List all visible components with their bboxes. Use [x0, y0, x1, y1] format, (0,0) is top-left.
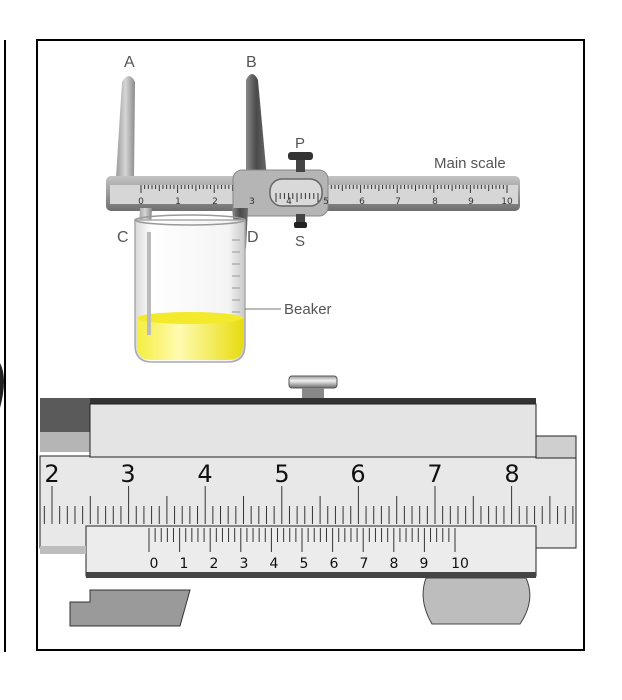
vernier-window-ticks	[275, 193, 319, 202]
main-scale-number: 1	[175, 197, 181, 207]
main-scale-number: 3	[249, 197, 255, 207]
zoom-left-foot	[40, 546, 86, 554]
zoom-vernier-number: 6	[330, 556, 339, 572]
jaw-b	[246, 74, 267, 178]
zoom-vernier-number: 7	[360, 556, 369, 572]
left-panel-fragment	[0, 363, 4, 408]
label-b: B	[246, 54, 257, 71]
screw-s-tip	[294, 222, 307, 228]
zoom-lower-jaw	[69, 589, 191, 627]
label-a: A	[124, 54, 135, 71]
zoom-vernier-number: 0	[150, 556, 159, 572]
label-s: S	[295, 233, 305, 250]
zoomed-vernier: 2 3 4 5 6 7 8 0 1 2 3 4 5 6 7 8 9 10	[39, 375, 577, 627]
zoom-vernier-number: 3	[240, 556, 249, 572]
zoom-left-dark-block	[40, 398, 96, 432]
main-scale-number: 7	[395, 197, 401, 207]
zoom-vernier-numbers: 0 1 2 3 4 5 6 7 8 9 10	[150, 556, 469, 572]
main-scale-number: 5	[323, 197, 329, 207]
label-d: D	[247, 229, 259, 246]
screw-p-stem	[296, 158, 305, 172]
zoom-vernier-number: 2	[210, 556, 219, 572]
beaker-liquid	[137, 318, 243, 360]
zoom-main-number: 2	[44, 460, 59, 488]
zoom-left-grey-block	[40, 432, 96, 452]
screw-p-head	[288, 152, 313, 160]
main-scale-caption: Main scale	[434, 155, 506, 172]
zoom-vernier-plate-shadow	[86, 572, 536, 578]
main-scale-ticks	[140, 185, 508, 193]
main-scale-number: 0	[138, 197, 144, 207]
vernier-window	[269, 178, 323, 207]
zoom-main-number: 4	[197, 460, 212, 488]
zoom-main-number: 5	[274, 460, 289, 488]
beaker-rim	[134, 214, 246, 226]
zoom-vernier-ticks	[148, 528, 456, 552]
screw-s-stem	[296, 214, 305, 226]
beaker-caption: Beaker	[284, 301, 332, 318]
main-scale-number: 9	[468, 197, 474, 207]
zoom-vernier-number: 4	[270, 556, 279, 572]
main-scale-number: 10	[501, 197, 513, 207]
zoom-depth-wheel	[422, 577, 531, 625]
zoom-slider-upper	[89, 403, 537, 458]
label-p: P	[295, 135, 305, 152]
zoom-main-number: 3	[120, 460, 135, 488]
zoom-vernier-number: 9	[420, 556, 429, 572]
thumb-screw-head	[288, 375, 338, 389]
zoom-vernier-number: 8	[390, 556, 399, 572]
main-scale-number: 2	[212, 197, 218, 207]
liquid-surface	[137, 312, 243, 324]
main-scale-number: 6	[359, 197, 365, 207]
thumb-screw-stem	[302, 388, 324, 398]
main-scale-number: 8	[432, 197, 438, 207]
main-scale-number: 4	[286, 197, 292, 207]
zoom-vernier-number: 1	[180, 556, 189, 572]
zoom-slider-top-edge	[90, 398, 536, 406]
top-caliper: A B C D P S Main scale Beaker 0 1 2 3 4 …	[106, 54, 520, 363]
zoom-main-number: 7	[427, 460, 442, 488]
beaker	[134, 214, 246, 363]
zoom-main-number: 6	[350, 460, 365, 488]
beaker-graduations	[232, 239, 240, 313]
zoom-vernier-number: 10	[451, 556, 469, 572]
zoom-main-number: 8	[504, 460, 519, 488]
zoom-main-numbers: 2 3 4 5 6 7 8	[44, 460, 519, 488]
zoom-right-step	[535, 435, 577, 459]
zoom-vernier-number: 5	[300, 556, 309, 572]
zoom-main-scale-ticks	[43, 486, 574, 524]
jaw-a	[116, 76, 135, 178]
label-c: C	[117, 229, 129, 246]
main-scale-numbers: 0 1 2 3 4 5 6 7 8 9 10	[138, 197, 513, 207]
